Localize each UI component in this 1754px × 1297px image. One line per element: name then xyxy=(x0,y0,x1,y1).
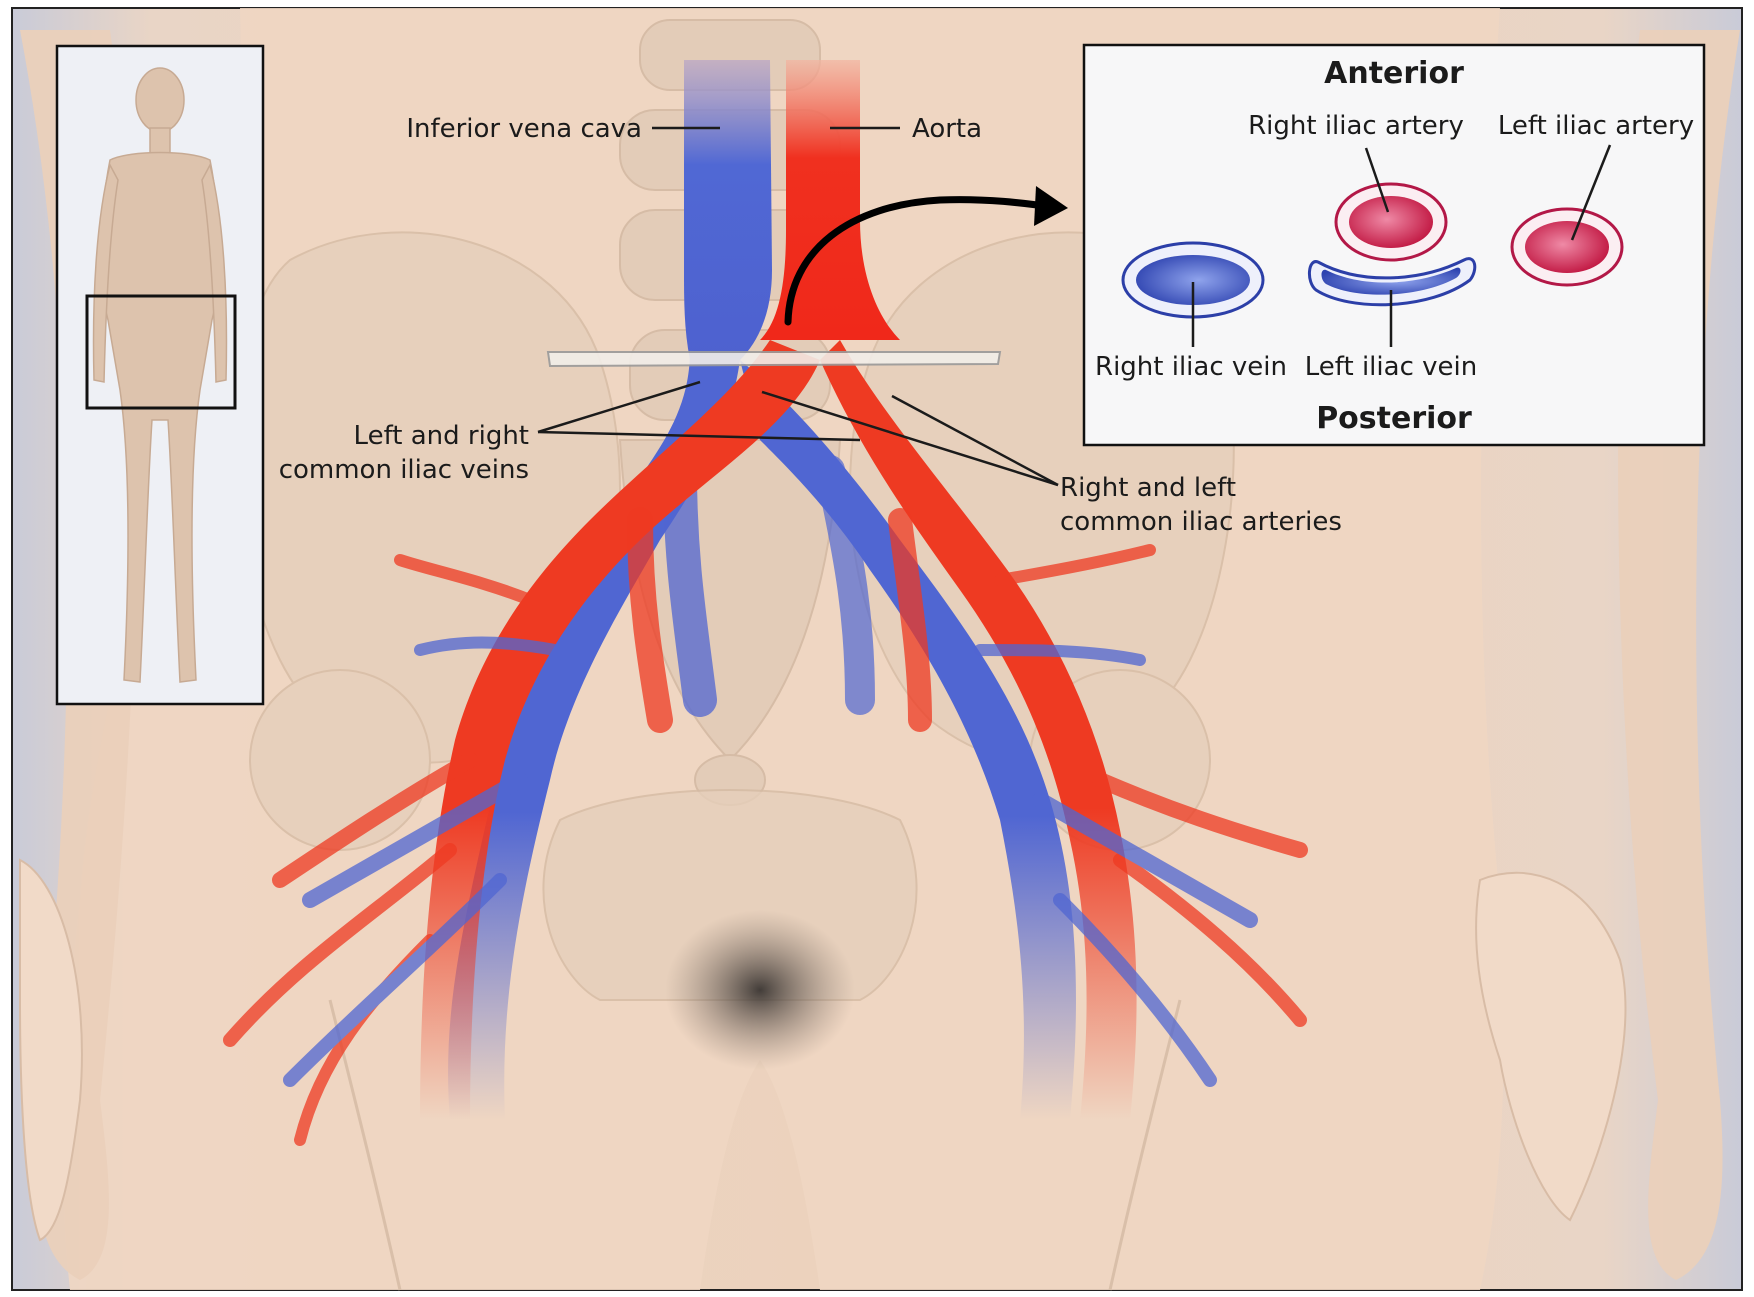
inferior-vena-cava-vessel xyxy=(684,60,772,360)
label-iliac-arteries-line1: Right and left xyxy=(1060,473,1236,503)
cross-section-plane xyxy=(548,352,1000,366)
label-iliac-veins-line2: common iliac veins xyxy=(279,455,529,485)
inset-heading-anterior: Anterior xyxy=(1324,56,1464,91)
inset-label-right-iliac-vein: Right iliac vein xyxy=(1095,352,1287,382)
inset-heading-posterior: Posterior xyxy=(1316,401,1472,436)
label-inferior-vena-cava: Inferior vena cava xyxy=(406,114,642,144)
inset-label-left-iliac-vein: Left iliac vein xyxy=(1305,352,1477,382)
body-thumbnail xyxy=(57,46,263,704)
right-iliac-artery-section xyxy=(1349,196,1433,248)
left-iliac-artery-section xyxy=(1525,221,1609,273)
inset-label-left-iliac-artery: Left iliac artery xyxy=(1498,111,1694,141)
label-iliac-veins-line1: Left and right xyxy=(354,421,529,451)
label-aorta: Aorta xyxy=(912,114,982,144)
inset-label-right-iliac-artery: Right iliac artery xyxy=(1248,111,1464,141)
cross-section-inset: Anterior Posterior Right iliac artery Le… xyxy=(1084,45,1704,445)
pubic-shading xyxy=(665,910,855,1070)
label-iliac-arteries-line2: common iliac arteries xyxy=(1060,507,1342,537)
